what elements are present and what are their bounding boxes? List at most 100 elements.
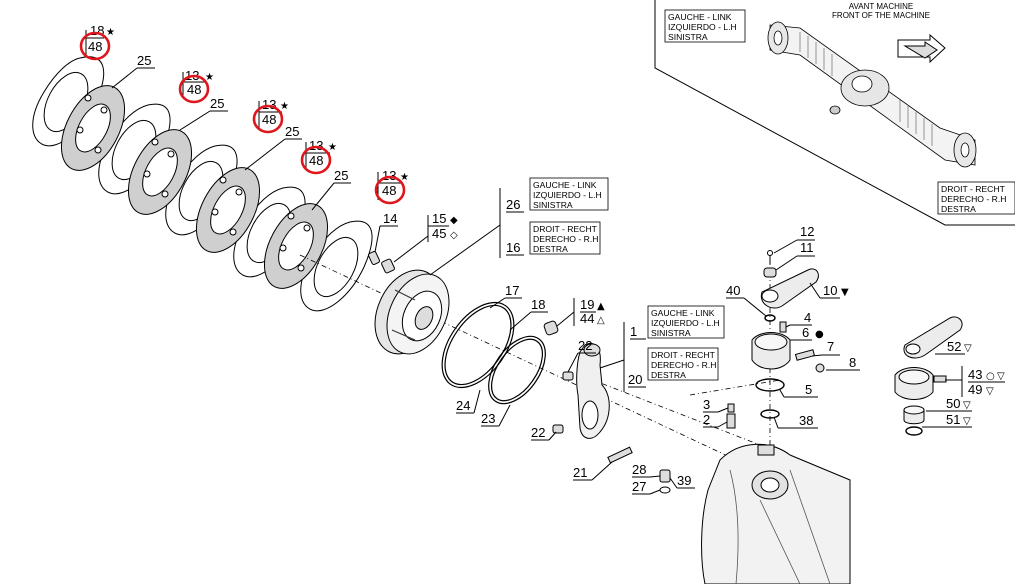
part-23-label: 23 xyxy=(481,411,495,426)
disc-pack-labels: 18 ★ 48 25 13 ★ 48 25 13 ★ 48 25 13 ★ 48… xyxy=(79,23,409,211)
part-5-label: 5 xyxy=(805,382,812,397)
part-7-label: 7 xyxy=(827,339,834,354)
axle-housing-illustration xyxy=(767,21,977,168)
part-15-label: 15 xyxy=(432,211,446,226)
alt-housing-43 xyxy=(894,367,947,400)
part-28-label: 28 xyxy=(632,462,646,477)
part-24-label: 24 xyxy=(456,398,470,413)
inset-left-legend-1: GAUCHE - LINK xyxy=(668,12,732,22)
star-icon: ★ xyxy=(106,27,115,38)
part-22-label-2: 22 xyxy=(531,425,545,440)
part-48-label-5: 48 xyxy=(382,183,396,198)
part-6-label: 6 xyxy=(802,325,809,340)
machine-inset: GAUCHE - LINK IZQUIERDO - L.H SINISTRA A… xyxy=(654,0,1015,226)
triangle-down-open-icon: ▽ xyxy=(963,416,971,427)
part-44-label: 44 xyxy=(580,311,594,326)
friction-disc-3 xyxy=(195,167,261,253)
part-25-label-1: 25 xyxy=(137,53,151,68)
bracket-left-legend-1: GAUCHE - LINK xyxy=(651,308,715,318)
highlight-circle-2 xyxy=(178,74,210,104)
circle-filled-icon: ● xyxy=(815,329,824,340)
part-8-label: 8 xyxy=(849,355,856,370)
hub-left-legend-3: SINISTRA xyxy=(533,200,573,210)
hub-right-legend-2: DERECHO - R.H xyxy=(533,234,598,244)
part-25-label-2: 25 xyxy=(210,96,224,111)
star-icon: ★ xyxy=(205,72,214,83)
part-48-label-1: 48 xyxy=(88,39,102,54)
part-27-label: 27 xyxy=(632,479,646,494)
part-22-label-1: 22 xyxy=(578,338,592,353)
part-13-label-4: 13 xyxy=(382,168,396,183)
part-13-label-2: 13 xyxy=(262,97,276,112)
part-52-label: 52 xyxy=(947,339,961,354)
part-17-label: 17 xyxy=(505,283,519,298)
hub-right-legend-3: DESTRA xyxy=(533,244,568,254)
highlight-circle-4 xyxy=(300,145,332,175)
bushing-19 xyxy=(543,320,559,336)
part-49-label: 49 xyxy=(968,382,982,397)
part-11-label: 11 xyxy=(800,240,814,255)
arm-labels: 12 11 10 ▼ 40 4 6 ● 7 8 5 38 xyxy=(726,224,860,429)
assembly-axis-line xyxy=(299,254,801,491)
part-48-label-3: 48 xyxy=(262,112,276,127)
hub-right-legend-1: DROIT - RECHT xyxy=(533,224,598,234)
part-12-label: 12 xyxy=(800,224,814,239)
part-45-label: 45 xyxy=(432,226,446,241)
triangle-down-filled-icon: ▼ xyxy=(841,287,849,298)
part-18-label-2: 18 xyxy=(531,297,545,312)
part-10-label: 10 xyxy=(823,283,837,298)
alt-o-ring-51 xyxy=(905,426,923,436)
part-20-label: 20 xyxy=(628,372,642,387)
part-16-label: 16 xyxy=(506,240,520,255)
star-icon: ★ xyxy=(400,172,409,183)
friction-disc-1 xyxy=(60,85,126,171)
bushing-labels: 19 ▲ 44 △ xyxy=(556,297,605,327)
bracket-labels: 22 22 1 20 GAUCHE - LINK IZQUIERDO - L.H… xyxy=(531,305,725,441)
fitting-labels: 3 2 28 27 39 xyxy=(632,397,729,495)
part-48-label-4: 48 xyxy=(309,153,323,168)
highlight-circle-5 xyxy=(374,175,406,205)
part-21-label: 21 xyxy=(573,465,587,480)
part-25-label-4: 25 xyxy=(334,168,348,183)
hub-left-legend-1: GAUCHE - LINK xyxy=(533,180,597,190)
hub-left-legend-2: IZQUIERDO - L.H xyxy=(533,190,602,200)
swivel-housing-6 xyxy=(751,321,825,373)
triangle-down-open-icon: ▽ xyxy=(997,371,1005,382)
hub-labels: 14 15 ◆ 45 ◇ 26 16 GAUCHE - LINK IZQUIER… xyxy=(374,177,609,276)
bracket-right-legend-3: DESTRA xyxy=(651,370,686,380)
part-4-label: 4 xyxy=(804,310,811,325)
steering-arm-10 xyxy=(760,268,819,309)
front-label-1: AVANT MACHINE xyxy=(849,2,913,11)
part-13-label-3: 13 xyxy=(309,138,323,153)
pin-14 xyxy=(367,251,381,265)
inset-left-legend-3: SINISTRA xyxy=(668,32,708,42)
o-rings xyxy=(441,301,546,405)
inset-right-legend-2: DERECHO - R.H xyxy=(941,194,1006,204)
final-drive-housing xyxy=(701,443,851,584)
spacer-11 xyxy=(763,267,777,278)
triangle-down-open-icon: ▽ xyxy=(986,386,994,397)
part-1-label: 1 xyxy=(630,324,637,339)
inset-right-legend-3: DESTRA xyxy=(941,204,976,214)
part-40-label: 40 xyxy=(726,283,740,298)
diamond-open-icon: ◇ xyxy=(450,230,458,241)
threaded-pin-21 xyxy=(607,446,633,464)
part-2-label: 2 xyxy=(703,412,710,427)
part-48-label-2: 48 xyxy=(187,82,201,97)
part-14-label: 14 xyxy=(383,211,397,226)
bracket-right-legend-2: DERECHO - R.H xyxy=(651,360,716,370)
circle-open-icon: ○ xyxy=(986,371,995,382)
triangle-down-open-icon: ▽ xyxy=(964,343,972,354)
ring-labels: 17 18 24 23 xyxy=(456,283,548,427)
triangle-open-icon: △ xyxy=(597,315,605,326)
part-3-label: 3 xyxy=(703,397,710,412)
front-arrow-icon xyxy=(897,33,946,64)
screw-12 xyxy=(767,250,773,264)
front-label-2: FRONT OF THE MACHINE xyxy=(832,11,930,20)
seal-rings xyxy=(755,314,785,419)
bracket-right-legend-1: DROIT - RECHT xyxy=(651,350,716,360)
kingpin-bracket xyxy=(552,343,610,439)
part-50-label: 50 xyxy=(946,396,960,411)
part-43-label: 43 xyxy=(968,367,982,382)
